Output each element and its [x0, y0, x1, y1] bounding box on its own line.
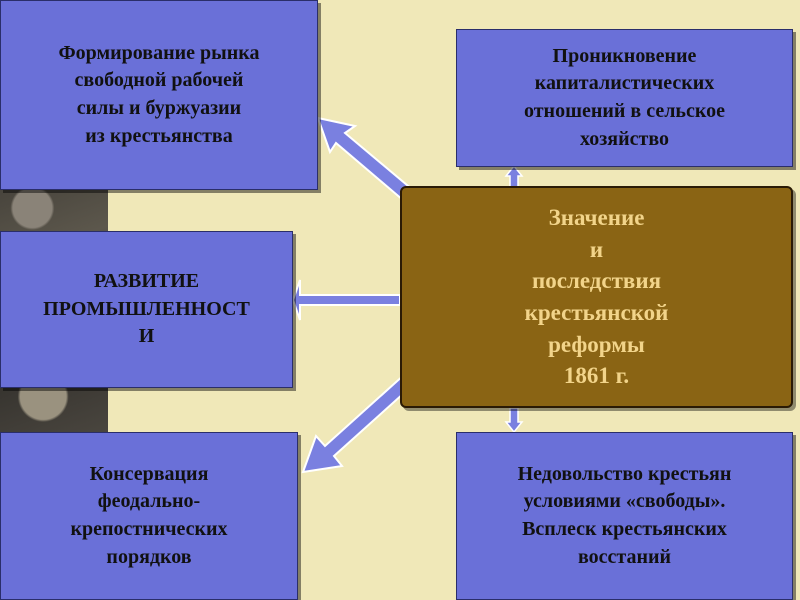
text-line: хозяйство	[580, 127, 669, 150]
text-line: Проникновение	[552, 44, 697, 67]
arrow-to-middle-left	[291, 279, 401, 321]
center-box-text: Значение и последствия крестьянской рефо…	[525, 202, 669, 392]
arrow-to-bottom-right	[504, 407, 524, 434]
arrow-to-bottom-left	[301, 372, 416, 474]
center-box: Значение и последствия крестьянской рефо…	[400, 186, 793, 408]
box-top-left-text: Формирование рынка свободной рабочей сил…	[59, 40, 260, 150]
text-line: условиями «свободы».	[523, 490, 726, 513]
center-line: крестьянской	[524, 300, 669, 325]
box-bottom-right: Недовольство крестьян условиями «свободы…	[456, 432, 793, 600]
arrow-to-top-right	[504, 164, 524, 189]
text-line: Формирование рынка	[58, 41, 260, 64]
box-bottom-right-text: Недовольство крестьян условиями «свободы…	[518, 461, 732, 571]
text-line: Консервация	[89, 462, 209, 485]
text-line: капиталистических	[534, 72, 715, 95]
text-line: Всплеск крестьянских	[522, 518, 727, 540]
text-line: РАЗВИТИЕ	[93, 270, 200, 293]
box-middle-left: РАЗВИТИЕ ПРОМЫШЛЕННОСТ И	[0, 231, 293, 388]
text-line: порядков	[106, 545, 192, 568]
text-line: ПРОМЫШЛЕННОСТ	[43, 297, 250, 320]
box-top-right: Проникновение капиталистических отношени…	[456, 29, 793, 167]
text-line: восстаний	[577, 545, 672, 568]
box-bottom-left: Консервация феодально- крепостнических п…	[0, 432, 298, 600]
text-line: свободной рабочей	[74, 69, 244, 92]
center-line: последствия	[531, 268, 662, 294]
text-line: И	[138, 325, 155, 348]
text-line: из крестьянства	[85, 124, 233, 147]
text-line: силы и буржуазии	[76, 97, 242, 119]
box-middle-left-text: РАЗВИТИЕ ПРОМЫШЛЕННОСТ И	[43, 268, 250, 351]
box-top-right-text: Проникновение капиталистических отношени…	[524, 43, 725, 153]
box-top-left: Формирование рынка свободной рабочей сил…	[0, 0, 318, 190]
box-bottom-left-text: Консервация феодально- крепостнических п…	[70, 461, 227, 571]
text-line: отношений в сельское	[523, 100, 726, 122]
center-line: реформы	[548, 331, 645, 357]
center-line: Значение	[548, 204, 645, 230]
text-line: крепостнических	[70, 518, 228, 540]
text-line: Недовольство крестьян	[517, 462, 732, 485]
center-line: 1861 г.	[563, 363, 630, 389]
text-line: феодально-	[97, 490, 201, 513]
center-line: и	[589, 236, 604, 262]
